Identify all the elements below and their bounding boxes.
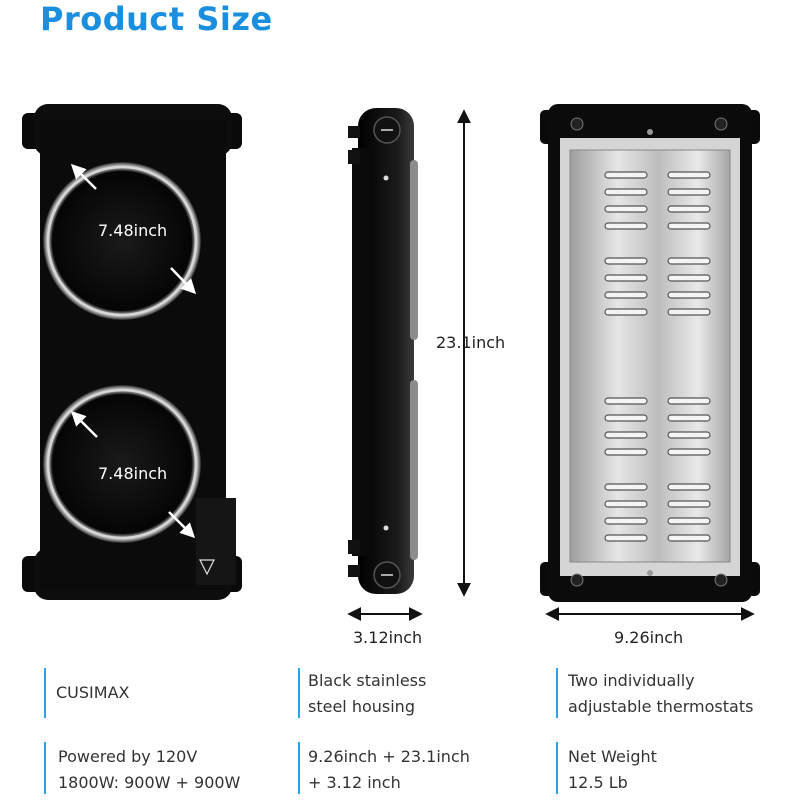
back-view [540,104,760,621]
back-width-dimension-label: 9.26inch [614,628,684,647]
vent-slot [604,517,648,525]
height-dimension-label: 23.1inch [436,333,506,352]
vent-slot [604,414,648,422]
side-view [347,108,471,621]
spec-line: Black stainless [308,671,427,690]
spec-divider [556,742,558,794]
spec-power: Powered by 120V 1800W: 900W + 900W [58,744,240,796]
vent-slot [667,431,711,439]
vent-slot [667,257,711,265]
bottom-burner-diameter-label: 7.48inch [98,464,168,483]
spec-line: CUSIMAX [56,683,130,702]
vent-slot [604,291,648,299]
spec-brand: CUSIMAX [56,680,129,706]
vent-slot [667,171,711,179]
vent-slot [667,414,711,422]
vent-slot [667,188,711,196]
vent-slot [604,431,648,439]
vent-slot [604,483,648,491]
spec-divider [556,668,558,718]
spec-line: Powered by 120V [58,747,198,766]
vent-slot [667,222,711,230]
vent-slot [667,483,711,491]
spec-line: 1800W: 900W + 900W [58,773,241,792]
spec-line: adjustable thermostats [568,697,754,716]
vent-slot [667,534,711,542]
vent-slot [604,274,648,282]
vent-slot [604,448,648,456]
spec-thermostats: Two individually adjustable thermostats [568,668,753,720]
spec-line: 12.5 Lb [568,773,628,792]
vent-slot [604,171,648,179]
vent-slot [667,308,711,316]
page-title: Product Size [40,0,273,38]
spec-line: Net Weight [568,747,657,766]
front-view [22,104,242,600]
vent-slot [667,500,711,508]
vent-slot [667,274,711,282]
vent-slot [604,222,648,230]
spec-divider [44,742,46,794]
vent-slot [667,397,711,405]
top-burner-diameter-label: 7.48inch [98,221,168,240]
spec-line: steel housing [308,697,415,716]
vent-slot [667,291,711,299]
warning-icon [199,559,215,576]
vent-slot [604,188,648,196]
spec-size: 9.26inch + 23.1inch + 3.12 inch [308,744,470,796]
vent-slot [604,257,648,265]
spec-line: 9.26inch + 23.1inch [308,747,470,766]
vent-slot [667,448,711,456]
vent-slot [604,308,648,316]
spec-weight: Net Weight 12.5 Lb [568,744,657,796]
spec-divider [298,742,300,794]
spec-divider [44,668,46,718]
spec-line: Two individually [568,671,695,690]
vent-slot [604,500,648,508]
vent-slot [604,397,648,405]
top-burner [43,162,201,320]
side-width-dimension-label: 3.12inch [353,628,423,647]
spec-housing: Black stainless steel housing [308,668,426,720]
spec-line: + 3.12 inch [308,773,401,792]
spec-divider [298,668,300,718]
vent-slot [604,534,648,542]
vent-slot [667,517,711,525]
vent-slot [667,205,711,213]
vent-slot [604,205,648,213]
